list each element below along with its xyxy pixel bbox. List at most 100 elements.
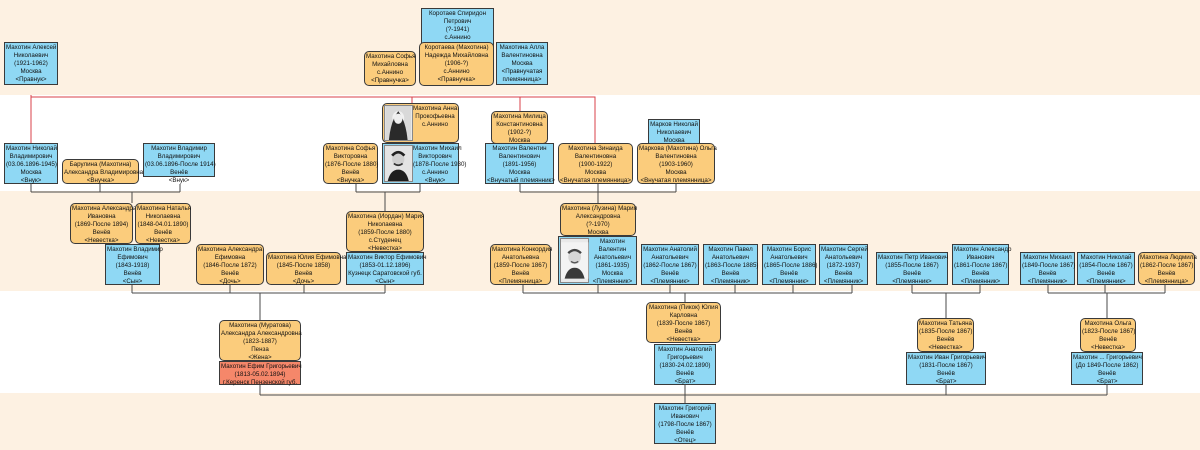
person-card-mahotina-yuliya-e[interactable]: Махотина Юлия Ефимовна(1845-После 1858)В…: [266, 252, 347, 285]
person-card-mahotina-lyudmila[interactable]: Махотина Людмила(1862-После 1867)Венёв<П…: [1138, 252, 1197, 285]
person-text-line: Валентиновна: [655, 153, 697, 160]
person-text-line: Владимирович: [9, 153, 53, 160]
person-text-line: (1846-После 1872): [203, 262, 257, 269]
person-text-line: Венёв: [170, 169, 188, 176]
person-text-line: Махотина Алла: [499, 44, 545, 51]
person-card-mahotin-petr[interactable]: Махотин Петр Иванович(1855-После 1867)Ве…: [876, 252, 948, 285]
person-text-line: (1861-1935): [595, 262, 630, 269]
person-text-line: <Сын>: [122, 278, 143, 285]
person-text-line: Махотин ... Григорьевич: [1073, 354, 1142, 361]
person-text-line: Маркова (Махотина) Ольга: [639, 145, 717, 152]
person-text-line: <Дочь>: [292, 278, 315, 285]
person-card-mahotina-olga[interactable]: Махотина Ольга(1823-После 1867)Венёв<Нев…: [1080, 318, 1136, 352]
person-text-line: Пенза: [251, 346, 269, 353]
person-text-line: Москва: [663, 137, 685, 144]
person-text-line: (1900-1922): [578, 161, 613, 168]
person-text-line: (1845-После 1858): [276, 262, 331, 269]
person-card-mahotin-g[interactable]: Махотин ... Григорьевич(До 1849-После 18…: [1071, 352, 1143, 385]
person-text-line: Кузнецк Саратовской губ.: [348, 270, 422, 277]
person-text-line: Махотина Милица: [493, 113, 546, 120]
person-card-mahotin-nikolay-i[interactable]: Махотин Николай(1854-После 1867)Венёв<Пл…: [1077, 252, 1135, 285]
person-text-line: Махотин Сергей: [821, 246, 868, 253]
person-text-line: (1903-1960): [659, 161, 693, 168]
person-text-line: Москва: [584, 169, 607, 176]
person-text-line: Махотин: [600, 238, 625, 245]
person-photo-icon: [384, 105, 413, 141]
person-text-line: <Правнучка>: [371, 77, 409, 84]
person-card-mahotin-mihail-i[interactable]: Махотин Михаил(1849-После 1867)Венёв<Пле…: [1020, 252, 1075, 285]
person-text-line: <Внучатый племянник>: [487, 177, 555, 184]
person-text-line: (1835-После 1867): [919, 328, 973, 335]
person-text-line: Карловна: [669, 312, 698, 319]
person-text-line: (1849-После 1867): [1022, 262, 1076, 269]
person-text-line: (1863-После 1885): [705, 262, 759, 269]
person-text-line: (1869-После 1894): [74, 221, 129, 228]
person-text-line: Константиновна: [496, 121, 543, 128]
person-text-line: Махотин Петр Иванович: [878, 254, 949, 261]
person-text-line: Махотин Николай: [6, 145, 57, 152]
person-text-line: Махотина Зинаида: [568, 145, 623, 152]
person-text-line: Махотин Александр: [954, 246, 1012, 253]
person-text-line: <Брат>: [1096, 378, 1118, 385]
person-text-line: Махотин Анатолий: [658, 346, 712, 353]
person-card-mahotina-aleksandra-a[interactable]: Махотина (Муратова)Александра Александро…: [219, 320, 302, 361]
person-text-line: Махотин Николай: [1080, 254, 1132, 261]
person-text-line: Григорьевич: [667, 354, 703, 361]
person-card-mahotina-tatyana[interactable]: Махотина Татьяна(1835-После 1867)Венёв<Н…: [917, 318, 974, 352]
person-text-line: (1798-После 1867): [658, 421, 712, 428]
person-card-mahotin-viktor[interactable]: Махотин Виктор Ефимович(1853-01.12.1896)…: [346, 252, 426, 285]
person-text-line: (1906-?): [444, 60, 469, 67]
person-text-line: <Племянник>: [892, 278, 932, 285]
person-text-line: <Внук>: [20, 177, 42, 184]
person-text-line: <Брат>: [935, 378, 957, 385]
person-text-line: (1921-1962): [14, 60, 48, 67]
person-card-barulina[interactable]: Барулина (Махотина)Александра Владимиров…: [62, 159, 143, 184]
person-text-line: Венёв: [721, 270, 740, 277]
person-text-line: Махотин Алексей: [6, 44, 57, 51]
person-text-line: <Племянник>: [823, 278, 864, 285]
person-text-line: Венёв: [936, 336, 955, 343]
person-text-line: с.Аннино: [443, 68, 470, 75]
person-text-line: (1902-?): [507, 129, 532, 136]
person-card-mahotin-ivan[interactable]: Махотин Иван Григорьевич(1831-После 1867…: [906, 352, 986, 385]
person-card-mahotin-efim[interactable]: Махотин Ефим Григорьевич(1813-05.02.1894…: [219, 361, 302, 386]
person-text-line: (1843-1918): [115, 262, 150, 269]
person-text-line: <Племянник>: [650, 278, 690, 285]
person-text-line: <Дочь>: [219, 278, 241, 285]
person-text-line: Венёв: [661, 270, 679, 277]
person-text-line: Москва: [508, 169, 531, 176]
person-card-mahotina-nadezhda[interactable]: Коротаева (Махотина)Надежда Михайловна(1…: [419, 42, 494, 86]
person-text-line: Венёв: [903, 270, 921, 277]
person-text-line: Махотин Павел: [708, 246, 753, 253]
person-text-line: Махотина Ольга: [1084, 320, 1132, 327]
